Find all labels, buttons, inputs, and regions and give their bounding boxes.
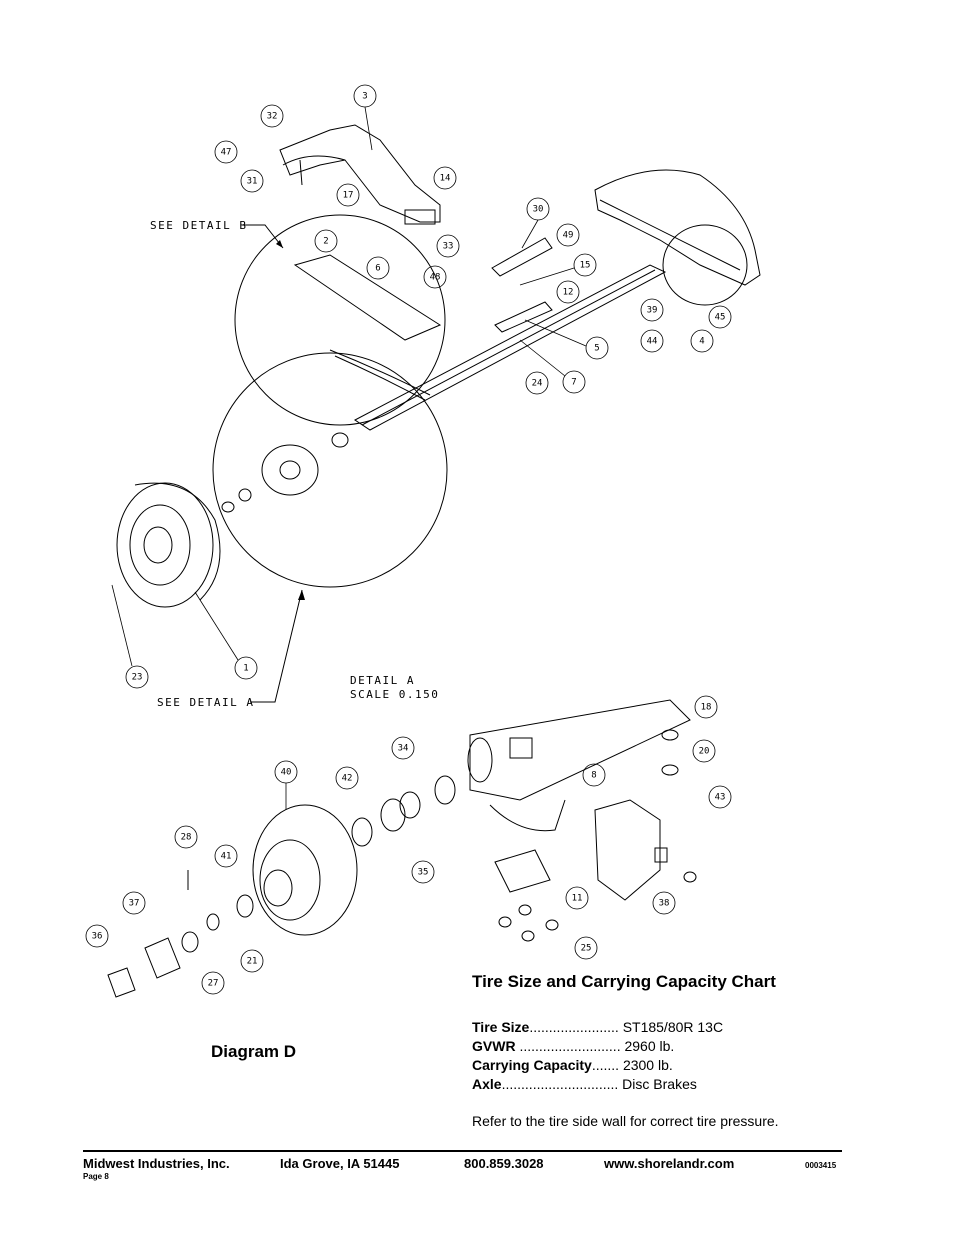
svg-text:8: 8 (591, 771, 596, 781)
svg-text:41: 41 (221, 852, 232, 862)
footer-page-number: Page 8 (83, 1172, 109, 1181)
washer-21 (206, 913, 220, 931)
left-fender (279, 124, 441, 225)
right-fender (594, 169, 761, 306)
svg-text:42: 42 (342, 774, 353, 784)
spec-row-axle: Axle.............................. Disc … (472, 1076, 697, 1092)
svg-text:37: 37 (129, 899, 140, 909)
hanger-bracket (293, 254, 442, 341)
nut-27 (181, 931, 199, 953)
svg-text:30: 30 (533, 205, 544, 215)
svg-text:48: 48 (430, 273, 441, 283)
svg-text:28: 28 (181, 833, 192, 843)
svg-text:44: 44 (647, 337, 658, 347)
dust-cap-37 (144, 937, 181, 979)
svg-text:4: 4 (699, 337, 704, 347)
svg-text:33: 33 (443, 242, 454, 252)
spindle-assembly (434, 699, 691, 805)
see-detail-a-label: SEE DETAIL A (157, 696, 254, 709)
tire-pressure-note: Refer to the tire side wall for correct … (472, 1113, 779, 1129)
svg-text:7: 7 (571, 378, 576, 388)
seal-41 (236, 894, 254, 918)
footer-divider (83, 1150, 842, 1152)
svg-text:24: 24 (532, 379, 543, 389)
left-wheel (116, 482, 221, 608)
svg-text:11: 11 (572, 894, 583, 904)
tire-capacity-chart: Tire Size and Carrying Capacity Chart Ti… (472, 972, 852, 1129)
bearing-cup-34 (380, 798, 406, 832)
footer-company: Midwest Industries, Inc. (83, 1156, 230, 1171)
svg-text:12: 12 (563, 288, 574, 298)
footer-website: www.shorelandr.com (604, 1156, 735, 1171)
chart-title: Tire Size and Carrying Capacity Chart (472, 972, 776, 991)
caliper-38 (594, 799, 668, 901)
brake-line-8 (489, 799, 566, 832)
spec-row-gvwr: GVWR .......................... 2960 lb. (472, 1038, 675, 1054)
svg-text:1: 1 (243, 664, 248, 674)
svg-text:17: 17 (343, 191, 354, 201)
svg-text:40: 40 (281, 768, 292, 778)
hub-disc (261, 444, 319, 496)
svg-text:43: 43 (715, 793, 726, 803)
mount-plate-11 (494, 849, 551, 893)
svg-text:45: 45 (715, 313, 726, 323)
svg-text:25: 25 (581, 944, 592, 954)
svg-text:2: 2 (323, 237, 328, 247)
diagram-title: Diagram D (211, 1042, 297, 1061)
svg-text:21: 21 (247, 957, 258, 967)
tread-plate (491, 237, 553, 277)
svg-text:49: 49 (563, 231, 574, 241)
svg-text:18: 18 (701, 703, 712, 713)
svg-text:36: 36 (92, 932, 103, 942)
footer-doc-number: 0003415 (805, 1161, 837, 1170)
svg-text:35: 35 (418, 868, 429, 878)
cap-36 (107, 967, 136, 998)
svg-text:38: 38 (659, 899, 670, 909)
bearing-42 (351, 817, 373, 847)
footer-phone: 800.859.3028 (464, 1156, 544, 1171)
spec-row-carrying-capacity: Carrying Capacity....... 2300 lb. (472, 1057, 673, 1073)
svg-text:3: 3 (362, 92, 367, 102)
svg-text:39: 39 (647, 306, 658, 316)
svg-text:34: 34 (398, 744, 409, 754)
detail-a-title: DETAIL A (350, 674, 415, 687)
svg-text:14: 14 (440, 174, 451, 184)
brake-rotor (252, 804, 358, 936)
svg-text:20: 20 (699, 747, 710, 757)
see-detail-b-label: SEE DETAIL B (150, 219, 247, 232)
leaf-spring-left (329, 349, 431, 396)
svg-text:5: 5 (594, 344, 599, 354)
svg-text:47: 47 (221, 148, 232, 158)
detail-a-scale: SCALE 0.150 (350, 688, 439, 701)
svg-text:31: 31 (247, 177, 258, 187)
backing-plate (494, 301, 553, 333)
bolt-18 (661, 729, 679, 741)
callout-numbers: 3 32 47 31 14 17 30 2 33 49 6 48 15 12 3… (92, 92, 726, 989)
footer-city: Ida Grove, IA 51445 (280, 1156, 400, 1171)
svg-text:23: 23 (132, 673, 143, 683)
svg-text:32: 32 (267, 112, 278, 122)
axle-tube (354, 264, 667, 431)
svg-text:6: 6 (375, 264, 380, 274)
detail-a-circle (212, 352, 448, 588)
svg-text:27: 27 (208, 979, 219, 989)
spec-row-tire-size: Tire Size....................... ST185/8… (472, 1019, 724, 1035)
svg-text:15: 15 (580, 261, 591, 271)
detail-b-circle (234, 214, 446, 426)
